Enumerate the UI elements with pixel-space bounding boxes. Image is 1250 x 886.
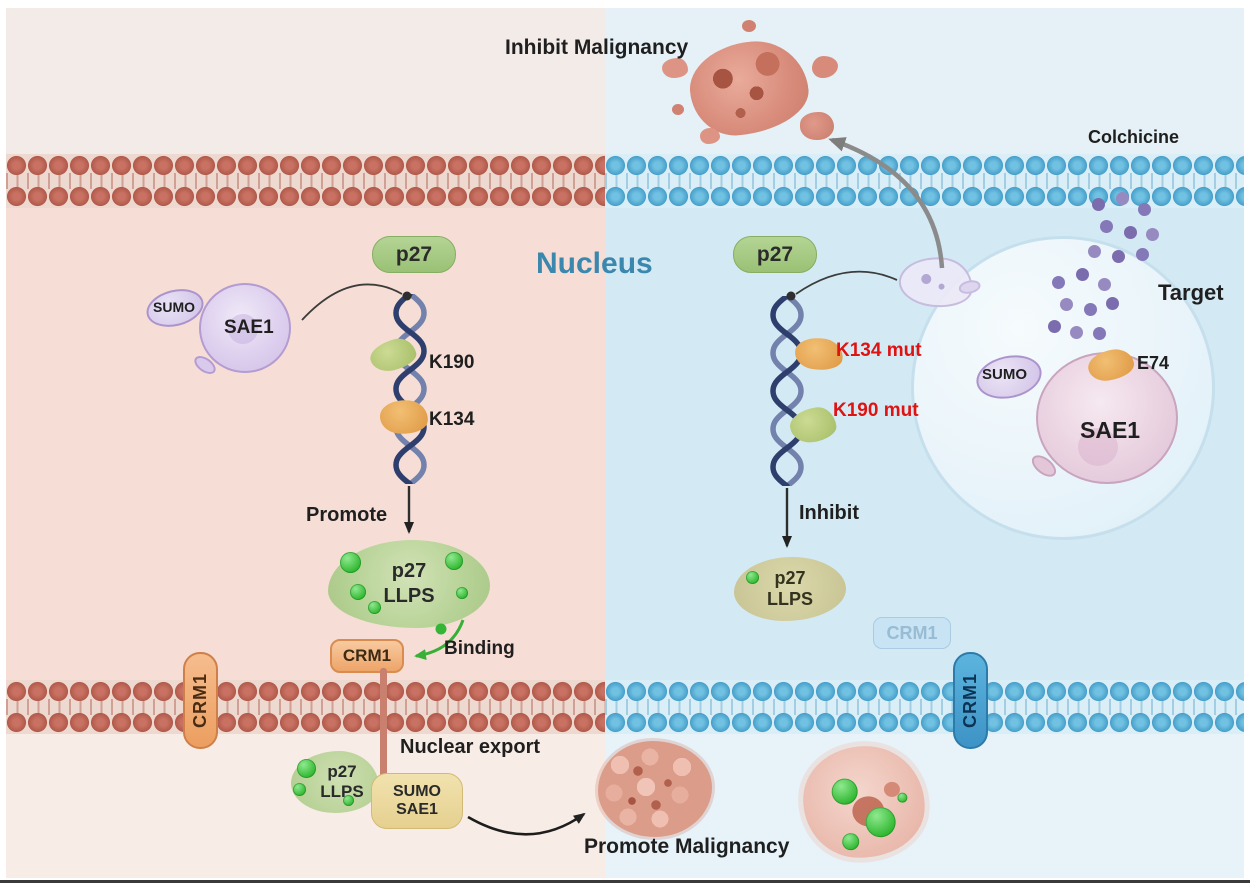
nucleus-label: Nucleus	[536, 247, 653, 280]
dna-strand-back	[770, 296, 804, 486]
llps-text-line1: p27	[391, 560, 427, 582]
k134-mut-label: K134 mut	[836, 340, 922, 361]
nuclear-export-label: Nuclear export	[400, 736, 541, 758]
promote-label: Promote	[306, 504, 388, 526]
p27-droplet	[343, 795, 354, 806]
colchicine-molecule	[1084, 303, 1097, 316]
crm1-receptor: CRM1	[330, 639, 404, 673]
sae1-label-left: SAE1	[224, 317, 274, 338]
sae1-inner-swirl	[228, 314, 258, 344]
llps-text-line2: LLPS	[320, 782, 364, 801]
p27-llps-condensate-exported: p27 LLPS	[291, 751, 379, 813]
dna-helix-left	[393, 294, 427, 484]
crm1-text: CRM1	[190, 672, 211, 729]
sumo-text: SUMO	[393, 783, 441, 800]
p27-droplet	[864, 806, 897, 839]
inhibit-label: Inhibit	[799, 502, 859, 524]
promote-malignancy-label: Promote Malignancy	[584, 835, 790, 858]
colchicine-molecule	[1092, 198, 1105, 211]
colchicine-molecule	[1116, 192, 1129, 205]
p27-label-right: p27	[733, 236, 817, 273]
e74-label: E74	[1137, 353, 1170, 373]
inhibit-malignancy-label: Inhibit Malignancy	[505, 36, 689, 59]
p27-droplet	[897, 792, 908, 804]
crm1-text: CRM1	[342, 646, 392, 665]
crm1-transporter-left: CRM1	[183, 652, 218, 749]
p27-droplet	[340, 552, 361, 573]
tumor-spheroid	[598, 741, 712, 837]
target-label: Target	[1158, 280, 1224, 305]
dna-strand-front	[770, 296, 804, 486]
p27-droplet	[350, 584, 366, 600]
tumor-fragment	[812, 56, 838, 78]
p27-droplet	[368, 601, 381, 614]
colchicine-molecule	[1052, 276, 1065, 289]
colchicine-molecule	[1112, 250, 1125, 263]
p27-droplet	[297, 759, 316, 778]
p27-droplet	[456, 587, 468, 599]
p27-droplet	[841, 832, 860, 851]
p27-droplet	[830, 777, 859, 806]
colchicine-molecule	[1138, 203, 1151, 216]
colchicine-molecule	[1106, 297, 1119, 310]
membrane-bottom-right	[605, 680, 1244, 734]
p27-droplet	[445, 552, 463, 570]
cell-nucleolus	[938, 283, 945, 290]
p27-droplet	[293, 783, 306, 796]
llps-text-line1: p27	[327, 762, 357, 781]
llps-text-line2: LLPS	[383, 585, 435, 607]
k134-label: K134	[429, 409, 475, 430]
membrane-top-right	[605, 154, 1244, 208]
colchicine-molecule	[1048, 320, 1061, 333]
llps-text-line1: p27	[774, 568, 806, 588]
colchicine-molecule	[1060, 298, 1073, 311]
p27-droplet	[746, 571, 759, 584]
colchicine-molecule	[1088, 245, 1101, 258]
figure-bottom-rule	[0, 880, 1250, 883]
tumor-fragment	[672, 104, 684, 115]
membrane-bottom-left	[6, 680, 605, 734]
k190-mut-label: K190 mut	[833, 400, 919, 421]
sae1-inner-detail	[1078, 428, 1118, 466]
p27-llps-condensate-inhibited: p27 LLPS	[734, 557, 846, 621]
colchicine-label: Colchicine	[1088, 127, 1180, 147]
nuclear-export-channel	[380, 668, 387, 782]
crm1-text: CRM1	[960, 672, 981, 729]
sae1-text: SAE1	[396, 801, 438, 818]
dna-strand-back	[393, 294, 427, 484]
dna-strand-front	[393, 294, 427, 484]
colchicine-molecule	[1076, 268, 1089, 281]
p27-text: p27	[395, 242, 433, 266]
p27-label-left: p27	[372, 236, 456, 273]
sumo-label-left: SUMO	[153, 299, 195, 315]
tumor-fragment	[742, 20, 756, 32]
p27-llps-condensate: p27 LLPS	[328, 540, 490, 628]
crm1-receptor-inactive: CRM1	[873, 617, 951, 649]
tumor-fragment	[700, 128, 720, 144]
sae1-label-target: SAE1	[1080, 417, 1141, 443]
p27-text: p27	[756, 242, 794, 266]
tumor-fragment	[800, 112, 834, 140]
cytoplasm-background-left	[6, 734, 605, 878]
llps-text-line2: LLPS	[766, 589, 813, 609]
left-cell-nucleus-background	[6, 208, 605, 680]
colchicine-molecule	[1124, 226, 1137, 239]
extracellular-background-left	[6, 8, 605, 154]
binding-label: Binding	[444, 638, 515, 659]
sumo-sae1-complex-pill: SUMO SAE1	[371, 773, 463, 829]
dna-helix-right	[770, 296, 804, 486]
tumor-fragment	[662, 58, 688, 78]
colchicine-molecule	[1093, 327, 1106, 340]
colchicine-molecule	[1136, 248, 1149, 261]
colchicine-molecule	[1100, 220, 1113, 233]
colchicine-molecule	[1098, 278, 1111, 291]
crm1-text: CRM1	[886, 622, 938, 643]
cell-nucleolus	[920, 273, 932, 285]
sumo-label-target: SUMO	[982, 366, 1027, 383]
crm1-transporter-right: CRM1	[953, 652, 988, 749]
membrane-top-left	[6, 154, 605, 208]
colchicine-molecule	[1146, 228, 1159, 241]
k190-label: K190	[429, 352, 475, 373]
colchicine-molecule	[1070, 326, 1083, 339]
